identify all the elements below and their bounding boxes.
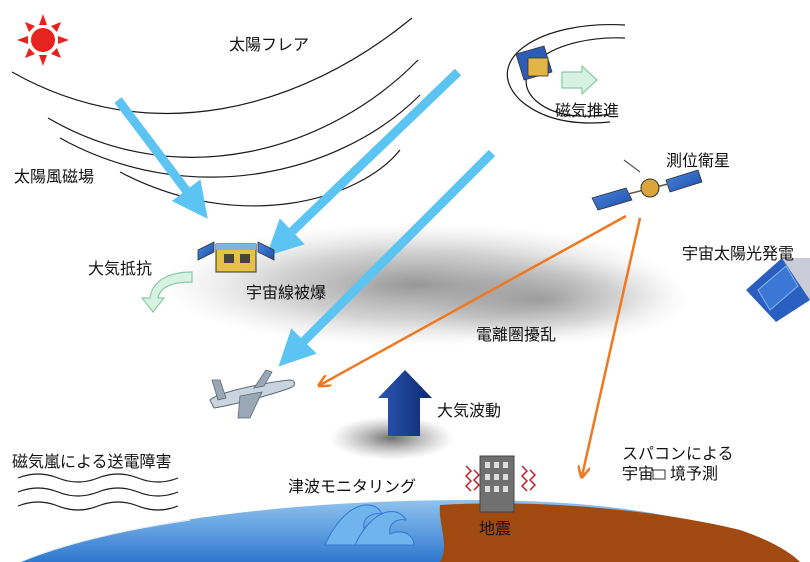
- propulsion-arrow-icon: [561, 64, 598, 96]
- label-ionosphere-disturbance: 電離圏擾乱: [476, 325, 557, 344]
- label-earthquake: 地震: [479, 519, 512, 538]
- building-icon: [479, 455, 515, 513]
- sun-icon: [17, 14, 69, 66]
- earth-surface: [19, 500, 800, 562]
- solar-power-station-icon: [746, 258, 810, 322]
- label-solar-wind-field: 太陽風磁場: [14, 167, 95, 186]
- wave-shadow: [330, 416, 454, 460]
- label-space-solar-power: 宇宙太陽光発電: [682, 244, 795, 263]
- label-supercomputer-line2: 宇宙 境予測: [622, 464, 719, 483]
- label-solar-flare: 太陽フレア: [229, 35, 310, 54]
- radiation-arrows: [114, 68, 496, 367]
- label-atmospheric-waves: 大気波動: [437, 401, 502, 420]
- label-atmospheric-drag: 大気抵抗: [88, 259, 153, 278]
- atmospheric-wave-arrow-icon: [378, 370, 432, 436]
- drag-arrow-icon: [140, 271, 193, 313]
- label-geomagnetic-storm: 磁気嵐による送電障害: [12, 452, 172, 471]
- label-tsunami-monitoring: 津波モニタリング: [288, 477, 417, 496]
- tsunami-wave-icon: [324, 504, 415, 546]
- label-radiation-exposure: 宇宙線被爆: [246, 283, 327, 302]
- label-supercomputer-line1: スパコンによる: [622, 444, 734, 463]
- missing-glyph-box: [652, 469, 666, 480]
- airplane-icon: [209, 369, 295, 419]
- solar-wind-field-lines: [11, 17, 421, 207]
- label-magnetic-propulsion: 磁気推進: [555, 101, 620, 120]
- positioning-satellite-icon: [591, 159, 703, 211]
- land-mass: [439, 503, 800, 562]
- power-line-waves: [17, 473, 179, 511]
- propulsion-field-lines: [506, 23, 626, 124]
- signal-arrows: [320, 214, 642, 476]
- quake-shake-marks: [464, 465, 537, 492]
- label-positioning-satellite: 測位衛星: [666, 151, 731, 170]
- propulsion-satellite-icon: [515, 45, 553, 81]
- small-satellite-icon: [197, 241, 275, 273]
